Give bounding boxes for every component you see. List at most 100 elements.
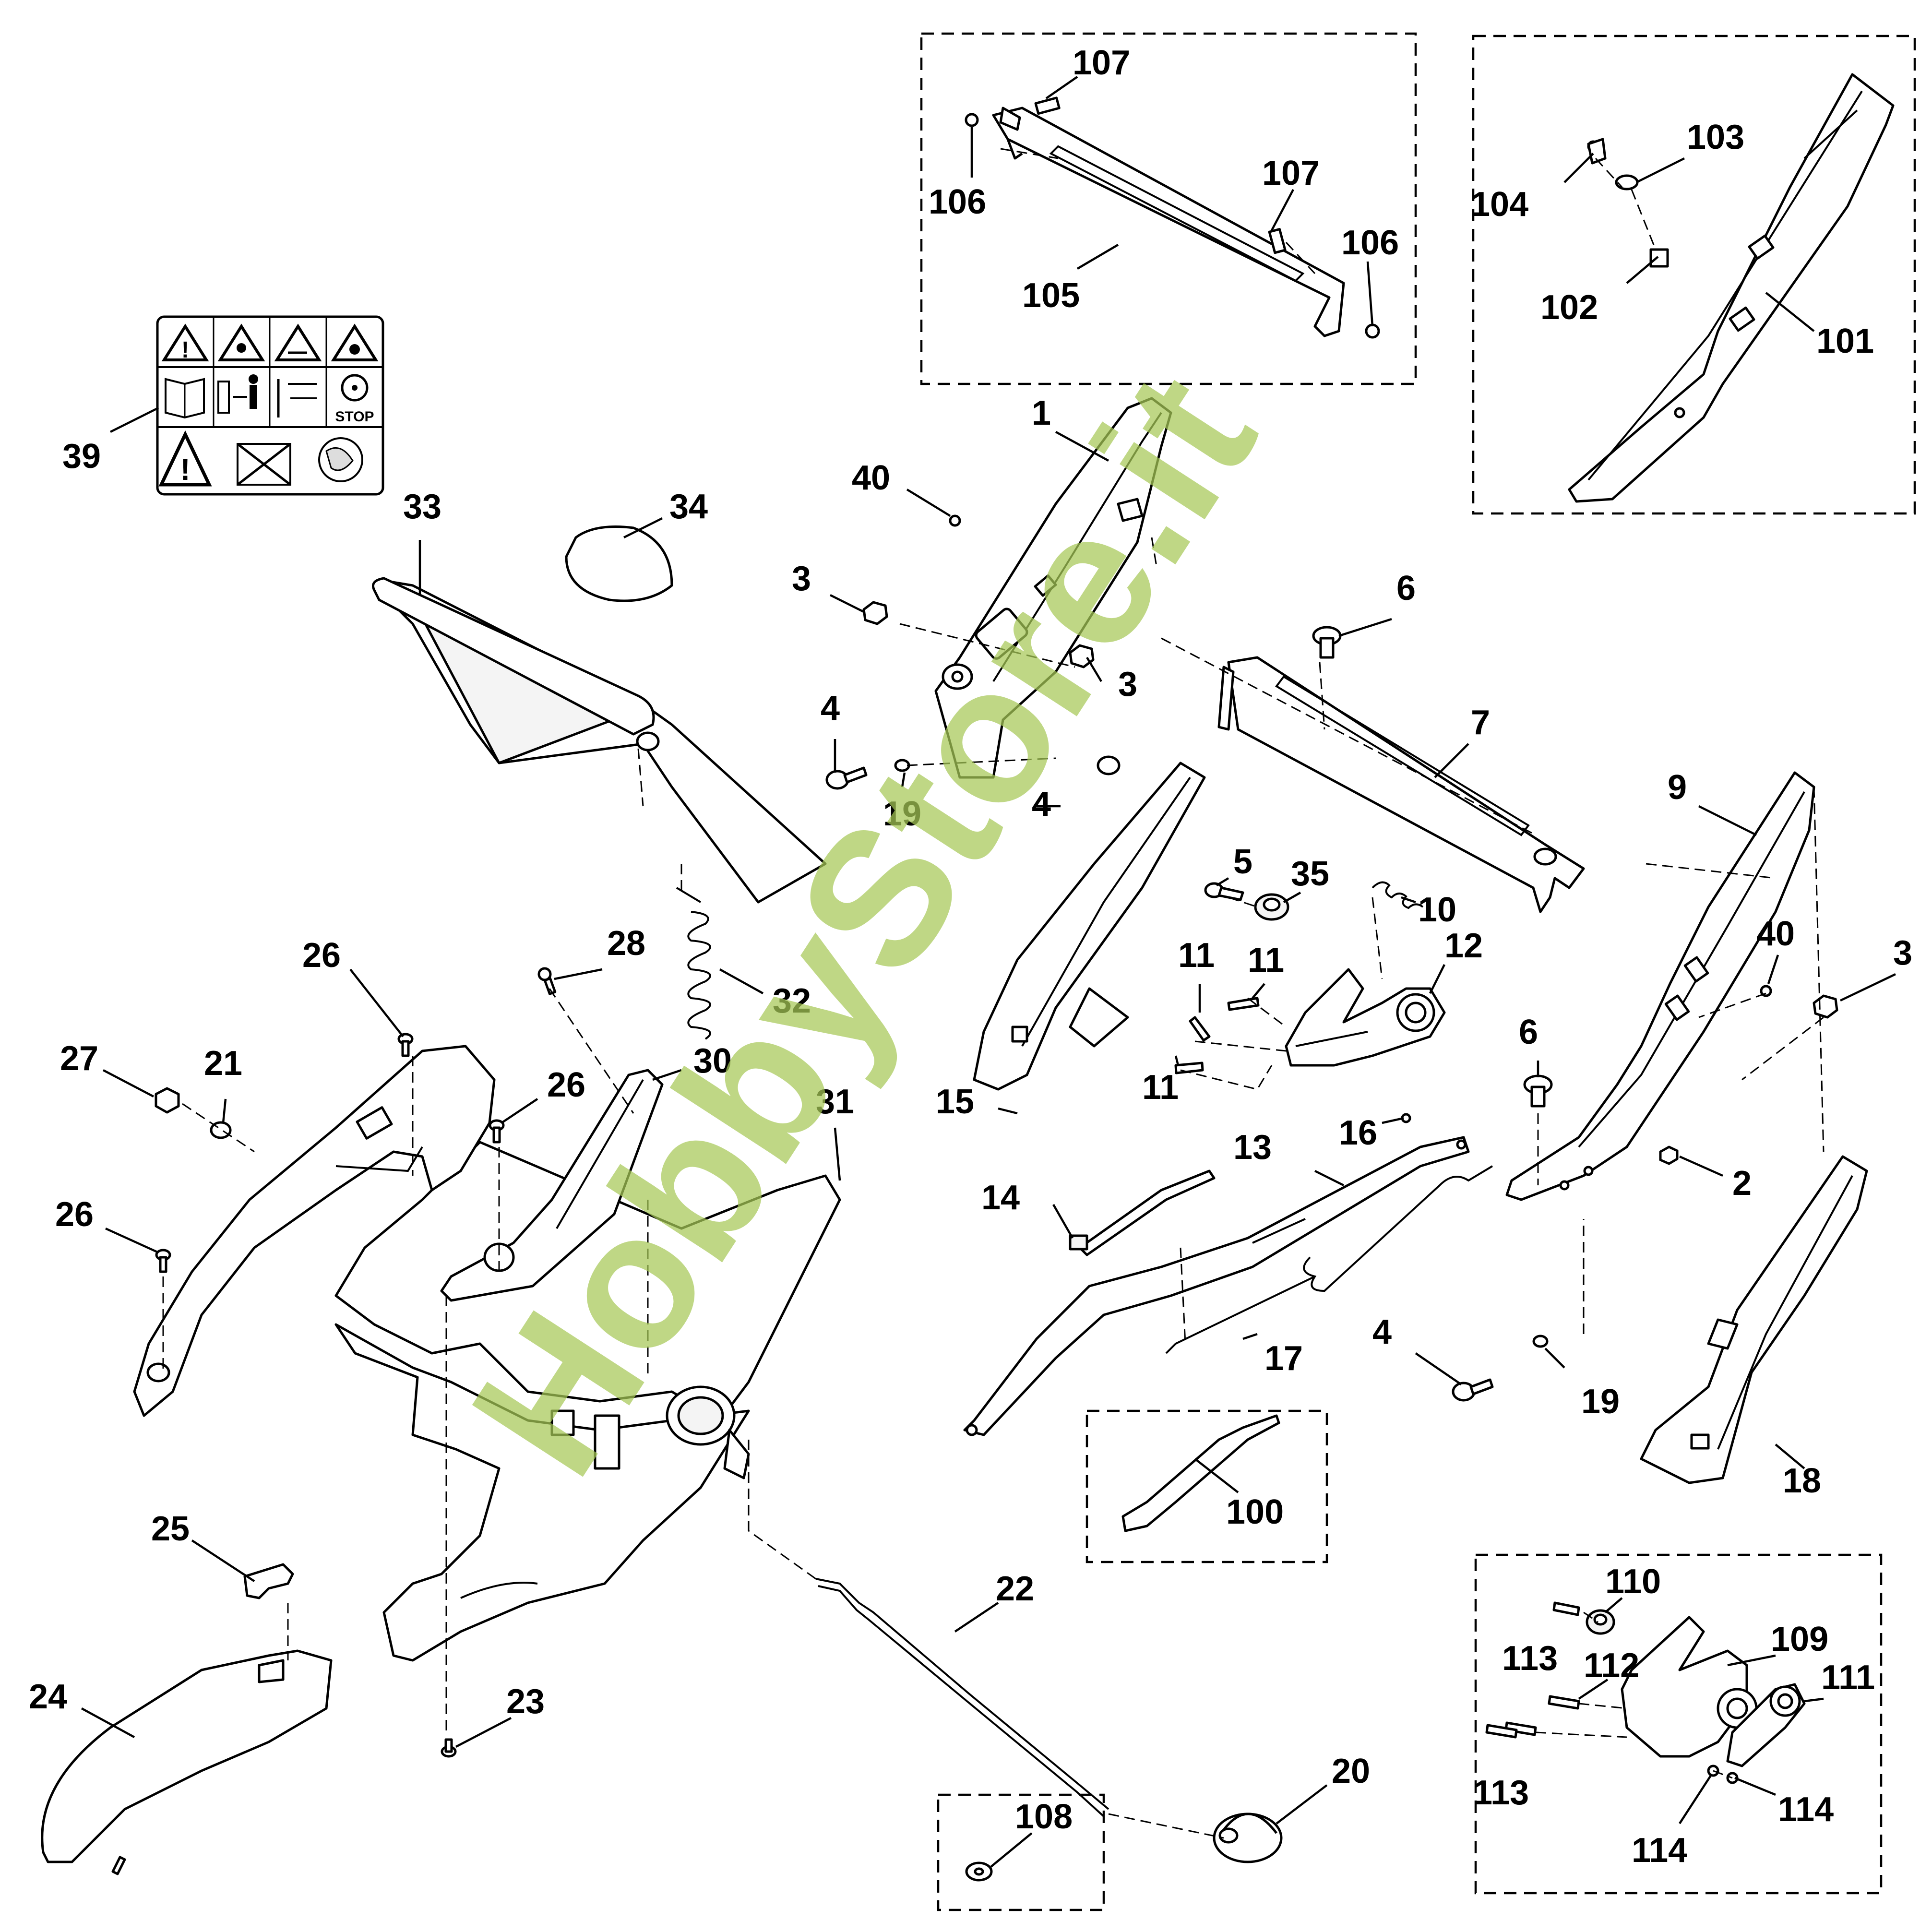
callout-114: 114 [1778,1790,1834,1829]
callout-100: 100 [1226,1493,1284,1531]
part-17-spring [1165,1165,1493,1354]
part-109-bracket-assembly [1485,1601,1806,1784]
svg-text:!: ! [180,452,190,487]
callout-15: 15 [936,1083,974,1121]
callout-106: 106 [1341,224,1399,262]
callout-11: 11 [1248,941,1284,979]
callout-35: 35 [1291,855,1329,893]
part-25-clip [243,1563,294,1599]
callout-11: 11 [1178,936,1215,975]
blade-icon [341,374,369,402]
callout-3: 3 [792,560,811,598]
callout-32: 32 [773,982,811,1020]
callout-103: 103 [1687,118,1744,156]
callout-30: 30 [693,1042,732,1080]
callout-101: 101 [1816,322,1874,360]
part-4-bolt-right [1452,1378,1494,1402]
callout-111: 111 [1821,1658,1875,1697]
callout-40: 40 [1756,915,1795,953]
callout-113: 113 [1473,1774,1529,1812]
callout-108: 108 [1015,1798,1073,1836]
callout-114: 114 [1632,1831,1687,1870]
callout-113: 113 [1502,1639,1558,1678]
part-6-bolt-right [1523,1074,1553,1108]
callout-40: 40 [852,459,890,497]
callout-17: 17 [1264,1339,1303,1378]
part-3-nut-c [1813,994,1838,1019]
warning-icon [161,323,209,361]
distance-icon [217,381,230,414]
callout-6: 6 [1519,1013,1538,1051]
part-12-height-bracket [1285,968,1446,1067]
box-108 [937,1793,1105,1911]
part-4-bolt-left [825,766,868,790]
part-24-cover [41,1649,333,1875]
callout-19: 19 [1581,1383,1620,1421]
callout-1: 1 [1032,394,1051,432]
callout-4: 4 [1372,1313,1392,1351]
part-19-washer-right [1532,1335,1549,1348]
box-101 [1472,35,1916,515]
callout-25: 25 [151,1510,190,1548]
part-7-crossbar [1217,656,1585,913]
callout-21: 21 [204,1044,242,1083]
part-1-handle-bracket [934,397,1172,779]
callout-27: 27 [60,1039,98,1078]
part-40-screw-a [949,514,961,527]
callout-3: 3 [1893,934,1912,972]
callout-112: 112 [1584,1646,1639,1685]
hand-blade-icon [331,323,379,361]
callout-107: 107 [1262,154,1320,192]
part-31-rear-cover [334,1141,841,1662]
part-11-bolts [1174,997,1260,1074]
callout-26: 26 [302,936,341,975]
callout-14: 14 [981,1179,1020,1217]
part-5-bolt [1204,882,1244,901]
part-26-screw-a [397,1033,414,1057]
safety-decal: ! STOP ! [156,315,384,496]
part-33-grass-bag-handle [372,577,827,904]
part-22-rod [815,1578,1109,1817]
part-15-plate [973,762,1206,1091]
part-108-washer [965,1861,993,1882]
part-2-nut [1659,1145,1679,1165]
callout-34: 34 [669,488,708,526]
callout-9: 9 [1668,768,1687,807]
part-32-spring [676,887,711,1040]
part-27-nut [155,1087,180,1114]
callout-33: 33 [403,488,441,526]
part-35-knob [1254,893,1289,921]
part-4-bolt-mid [1097,755,1121,775]
part-40-screw-b [1760,985,1772,997]
callout-11: 11 [1142,1068,1179,1107]
part-18-plate-right [1640,1155,1868,1484]
callout-20: 20 [1332,1752,1370,1790]
part-3-nut-b [1069,644,1095,668]
box-100 [1085,1409,1328,1563]
callout-106: 106 [929,183,986,221]
callout-109: 109 [1771,1620,1828,1658]
callout-26: 26 [547,1066,585,1104]
part-105-crossbar [965,96,1380,339]
box-105 [920,32,1417,385]
part-14-cable [1069,1169,1216,1256]
callout-23: 23 [506,1682,545,1721]
bystander-icon [274,323,322,361]
callout-26: 26 [55,1195,94,1234]
callout-19: 19 [883,795,921,833]
watermark: HobbyStore.it [430,338,1296,1511]
part-6-bolt-top [1312,626,1342,659]
callout-12: 12 [1444,927,1483,965]
callout-5: 5 [1233,843,1252,881]
part-13-lever [963,1136,1470,1436]
part-10-spring [1371,881,1424,909]
callout-24: 24 [29,1678,67,1716]
part-34-cap [565,525,673,602]
callout-6: 6 [1396,569,1416,608]
callout-102: 102 [1540,288,1598,327]
part-23-screw [441,1738,457,1758]
callout-105: 105 [1022,276,1080,315]
part-30-guide [440,1069,664,1302]
callout-3: 3 [1118,665,1137,704]
